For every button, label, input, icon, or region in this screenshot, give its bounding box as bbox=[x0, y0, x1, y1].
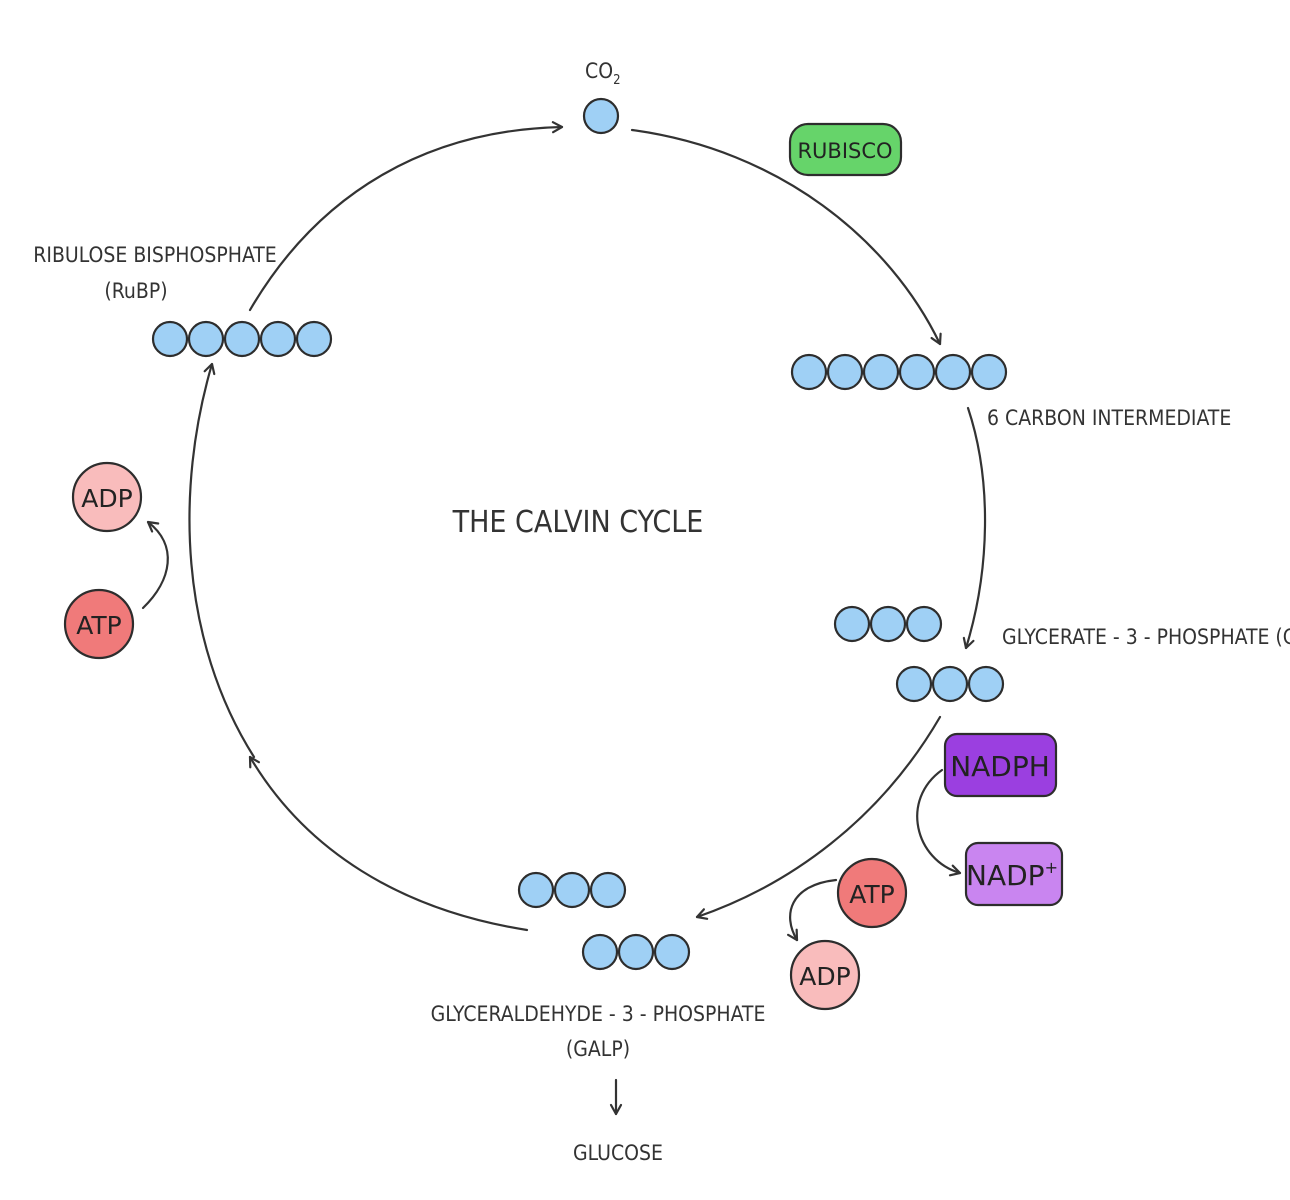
atp-right-circle bbox=[836, 857, 908, 929]
carbon-atom bbox=[653, 933, 691, 971]
gp-label: GLYCERATE - 3 - PHOSPHATE (GP) bbox=[1002, 625, 1290, 649]
nadph-label: NADPH bbox=[950, 750, 1050, 783]
adp-right-circle bbox=[789, 939, 861, 1011]
carbon-atom bbox=[895, 665, 933, 703]
six-carbon-chain bbox=[790, 353, 1008, 391]
co2-label: CO2 bbox=[585, 59, 621, 88]
galp-chain-bottom bbox=[581, 933, 691, 971]
arrow-atp-to-adp-right bbox=[786, 878, 838, 942]
galp-chain-top bbox=[517, 871, 627, 909]
carbon-atom bbox=[790, 353, 828, 391]
arrow-co2-to-six-carbon bbox=[630, 128, 942, 346]
arrow-gp-to-galp bbox=[695, 715, 942, 920]
arrow-six-carbon-to-gp bbox=[962, 406, 987, 650]
diagram-title: THE CALVIN CYCLE bbox=[452, 505, 704, 540]
carbon-atom bbox=[581, 933, 619, 971]
carbon-atom bbox=[869, 605, 907, 643]
arrow-nadph-to-nadp bbox=[916, 768, 962, 877]
carbon-atom bbox=[589, 871, 627, 909]
carbon-atom bbox=[517, 871, 555, 909]
nadp-label: NADP+ bbox=[966, 858, 1058, 892]
carbon-atom bbox=[553, 871, 591, 909]
carbon-atom bbox=[617, 933, 655, 971]
rubp-label-line1: RIBULOSE BISPHOSPHATE bbox=[33, 243, 276, 267]
carbon-atom bbox=[826, 353, 864, 391]
carbon-atom bbox=[905, 605, 943, 643]
rubp-chain bbox=[151, 320, 333, 358]
atp-left-label: ATP bbox=[76, 611, 122, 640]
carbon-atom bbox=[862, 353, 900, 391]
carbon-atom bbox=[187, 320, 225, 358]
galp-label-line2: (GALP) bbox=[566, 1037, 630, 1061]
carbon-atom bbox=[970, 353, 1008, 391]
nadp-pill bbox=[964, 841, 1064, 907]
arrow-galp-to-left bbox=[248, 755, 529, 932]
carbon-atom bbox=[295, 320, 333, 358]
arrow-up-to-rubp bbox=[188, 362, 256, 759]
carbon-atom bbox=[223, 320, 261, 358]
galp-label-line1: GLYCERALDEHYDE - 3 - PHOSPHATE bbox=[431, 1002, 766, 1026]
nadph-pill bbox=[943, 732, 1058, 798]
carbon-atom bbox=[898, 353, 936, 391]
rubp-label-line2: (RuBP) bbox=[104, 279, 167, 303]
carbon-atom bbox=[259, 320, 297, 358]
six-carbon-label: 6 CARBON INTERMEDIATE bbox=[987, 406, 1231, 430]
carbon-atom bbox=[833, 605, 871, 643]
gp-chain-bottom bbox=[895, 665, 1005, 703]
co2-carbon bbox=[582, 97, 620, 135]
adp-right-label: ADP bbox=[799, 962, 850, 991]
glucose-label: GLUCOSE bbox=[573, 1141, 663, 1165]
gp-chain-top bbox=[833, 605, 943, 643]
atp-right-label: ATP bbox=[849, 880, 895, 909]
atp-left-circle bbox=[63, 588, 135, 660]
carbon-atom bbox=[931, 665, 969, 703]
rubisco-pill bbox=[788, 122, 903, 177]
arrow-rubp-to-co2 bbox=[248, 121, 564, 312]
arrow-atp-to-adp-left bbox=[141, 520, 169, 610]
carbon-atom bbox=[934, 353, 972, 391]
carbon-atom bbox=[151, 320, 189, 358]
carbon-atom bbox=[967, 665, 1005, 703]
adp-left-circle bbox=[71, 461, 143, 533]
adp-left-label: ADP bbox=[81, 484, 132, 513]
rubisco-label: RUBISCO bbox=[797, 139, 892, 163]
